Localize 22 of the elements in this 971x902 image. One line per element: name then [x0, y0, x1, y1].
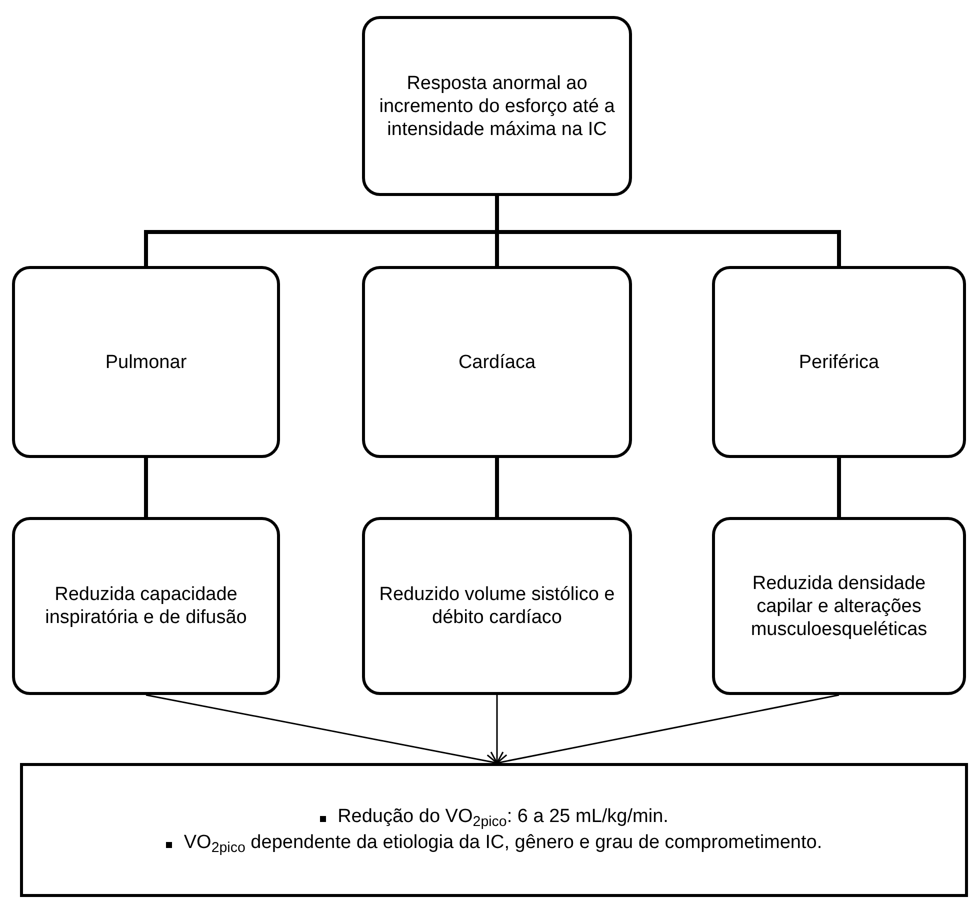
node-text: Resposta anormal ao incremento do esforço até a intensidade máxima na IC [378, 72, 616, 140]
process-box [12, 517, 280, 695]
process-box [362, 16, 632, 196]
node-text: Periférica [798, 350, 880, 374]
summary-text: Redução do VO$_{2pico}$: 6 a 25 mL/kg/min. [338, 805, 668, 830]
summary-text: VO$_{2pico}$ dependente da etiologia da IC, gênero e grau de comprometimento. [184, 831, 822, 856]
node-text: Reduzida capacidade inspiratória e de difusão [44, 583, 248, 629]
arrow [490, 695, 504, 764]
connector-line [837, 458, 841, 517]
process-box [12, 266, 280, 458]
process-box [362, 517, 632, 695]
process-box [712, 266, 966, 458]
summary-box [20, 763, 968, 897]
process-box [362, 266, 632, 458]
node-text: Pulmonar [105, 350, 187, 374]
connector-line [495, 196, 841, 266]
connector-line [495, 458, 499, 517]
node-text: Cardíaca [458, 350, 536, 374]
node-text: Reduzida densidade capilar e alterações musculoesqueléticas [750, 572, 928, 640]
connector-line [144, 458, 148, 517]
process-box [712, 517, 966, 695]
node-text: Reduzido volume sistólico e débito cardíaco [378, 583, 616, 629]
